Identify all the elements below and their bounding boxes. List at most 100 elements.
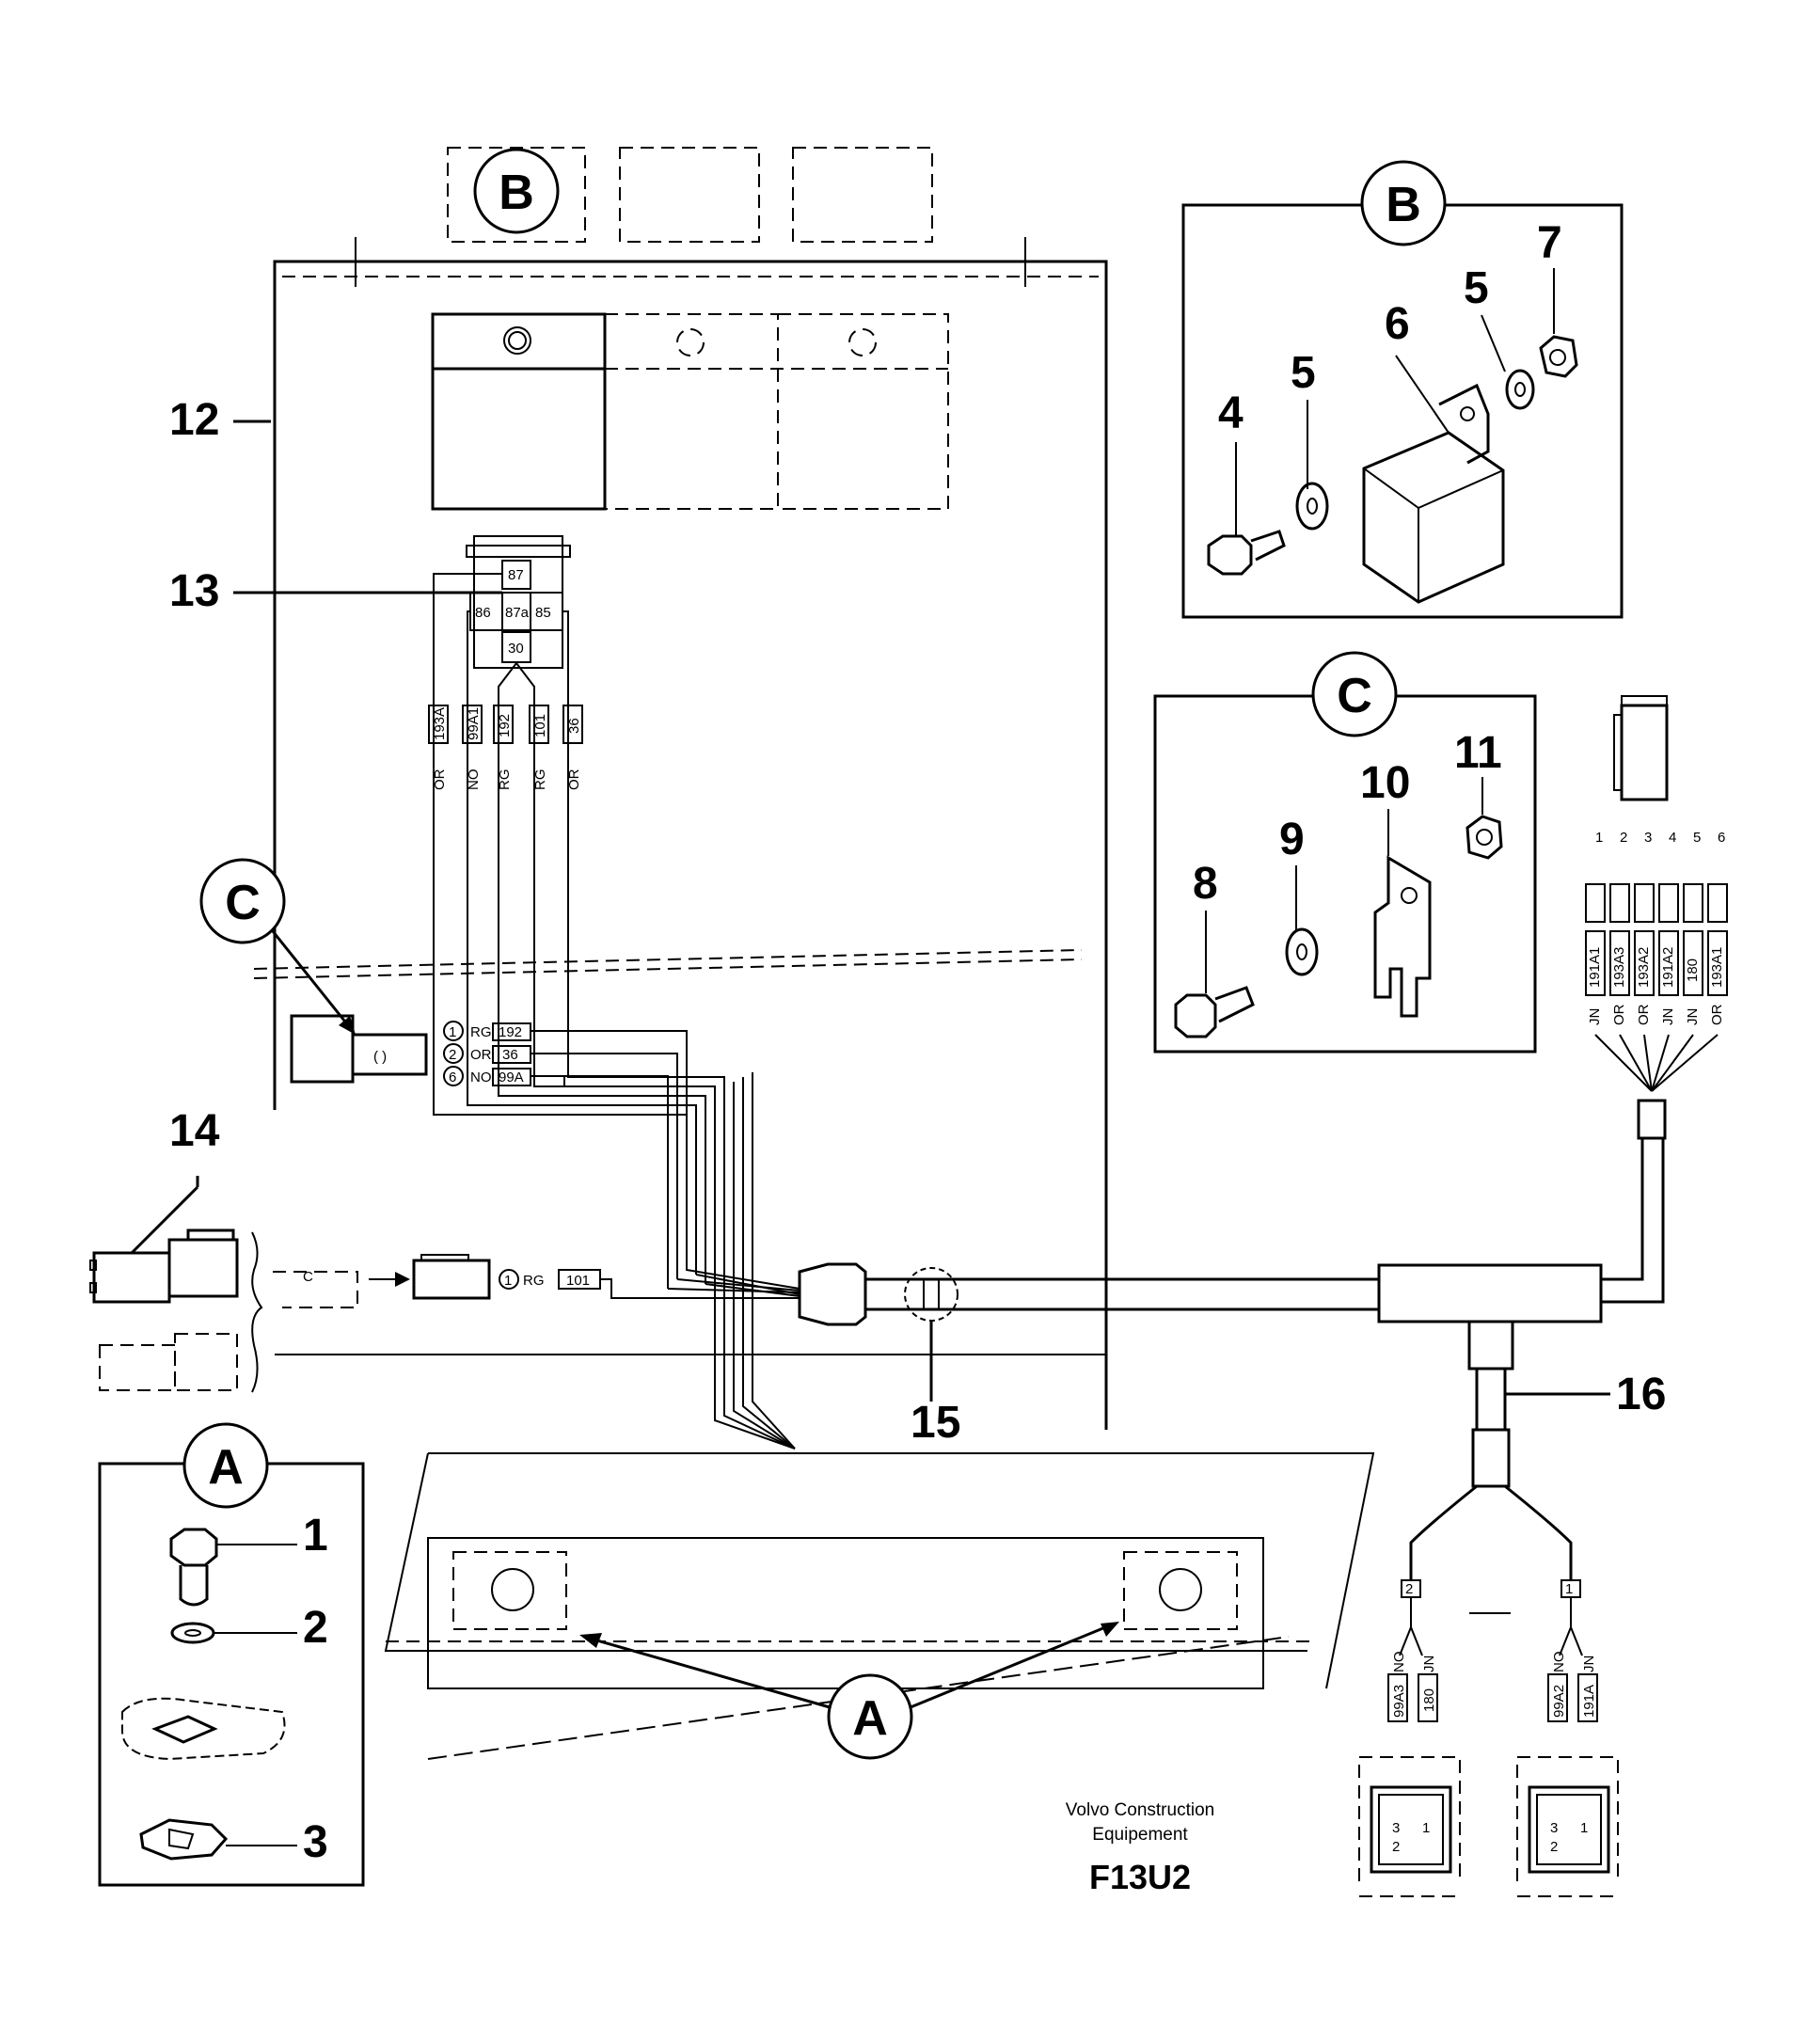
rc-pin-6: 6 [1718,830,1725,846]
rc-pin-4: 4 [1669,830,1676,846]
lamp-left-color-1: NO [1391,1652,1407,1673]
wire-id-99a1: 99A1 [466,707,482,740]
pin-2-wire: 36 [502,1047,518,1063]
relay-terminal-30: 30 [508,641,524,657]
callout-5a: 5 [1291,348,1316,398]
wire-color-or: OR [432,768,448,790]
relay-terminal-85: 85 [535,605,551,621]
rc-color-1: JN [1587,1008,1603,1025]
callout-12: 12 [169,395,219,445]
lamp-left-wire-2: 180 [1421,1688,1437,1712]
lamp-branches: 2 1 [1399,1484,1583,1656]
cab-panel [253,237,1108,1430]
rc-wire-3: 193A2 [1636,947,1652,988]
rc-wire-2: 193A3 [1611,947,1627,988]
relay-terminal-87: 87 [508,567,524,583]
svg-text:C: C [225,876,261,930]
detail-view-a: A 1 2 3 [98,1422,365,1887]
lamp-bracket: A [384,1452,1375,1760]
callout-9: 9 [1279,815,1305,864]
lamp-right-color-1: NO [1551,1652,1567,1673]
harness-bundle [667,1072,1667,1488]
rc-wire-4: 191A2 [1660,947,1676,988]
rc-pin-2: 2 [1620,830,1627,846]
svg-text:C: C [303,1269,313,1285]
callout-1: 1 [303,1511,328,1561]
wire-color-or: OR [566,768,582,790]
conn14-pin: 1 [504,1273,512,1289]
lamp-right: 99A2 NO 191A JN 3 1 2 [1516,1652,1619,1897]
wire-id-36: 36 [566,718,582,734]
footer: Volvo Construction Equipement F13U2 [1066,1800,1214,1896]
view-ref-a-circle [827,1673,913,1760]
relay-terminal-87a: 87a [505,605,530,621]
conn14-color: RG [523,1273,545,1289]
pin-2-label: 2 [449,1047,456,1063]
wire-color-no: NO [466,769,482,791]
lamp-right-pin-2: 2 [1550,1839,1558,1855]
callout-16: 16 [1616,1370,1666,1419]
pin-1-wire: 192 [499,1024,522,1040]
lamp-left-color-2: JN [1421,1656,1437,1672]
lamp-left-pin-3: 3 [1392,1820,1400,1836]
company-line-2: Equipement [1092,1825,1188,1845]
main-callouts: 12 13 14 15 16 [130,395,1666,1448]
callout-4: 4 [1218,388,1244,438]
conn14-wire: 101 [566,1273,590,1289]
view-ref-b-label: B [499,166,534,220]
relay-13: 87 86 87a 85 30 [466,535,571,669]
rc-pin-5: 5 [1693,830,1701,846]
company-line-1: Volvo Construction [1066,1800,1214,1820]
pin-1-color: RG [470,1024,492,1040]
wire-id-193a: 193A [432,707,448,740]
callout-6: 6 [1385,299,1410,349]
relay-terminal-86: 86 [475,605,491,621]
pin-6-wire: 99A [499,1070,524,1085]
branch-tag-2: 2 [1405,1581,1413,1597]
rc-pin-3: 3 [1644,830,1652,846]
rc-wire-1: 191A1 [1587,947,1603,988]
view-ref-b-circle [473,148,560,234]
rc-color-4: JN [1660,1008,1676,1025]
lamp-right-wire-1: 99A2 [1551,1685,1567,1718]
callout-3: 3 [303,1817,328,1867]
svg-text:( ): ( ) [373,1049,387,1065]
view-ref-a-label: A [852,1691,888,1746]
detail-c-label: C [1337,669,1372,723]
wire-color-rg: RG [497,769,513,791]
relay-slot-boxes: B [447,147,933,243]
callout-14: 14 [169,1106,220,1156]
rc-color-5: JN [1685,1008,1701,1025]
relay-holder [431,312,949,511]
callout-10: 10 [1360,758,1410,808]
rc-wire-6: 193A1 [1709,947,1725,988]
lamp-right-color-2: JN [1581,1656,1597,1672]
rc-wire-5: 180 [1685,959,1701,982]
detail-a-label: A [208,1440,244,1495]
callout-11: 11 [1454,728,1502,778]
clip-15 [904,1267,958,1402]
lamp-left-wire-1: 99A3 [1391,1685,1407,1718]
callout-7: 7 [1537,218,1562,268]
relay-connector: ( ) 1 RG 192 2 OR 36 6 NO 99A [290,1014,688,1289]
lamp-right-pin-3: 3 [1550,1820,1558,1836]
wire-id-101: 101 [532,714,548,737]
rc-color-3: OR [1636,1004,1652,1025]
rc-pin-1: 1 [1595,830,1603,846]
lamp-right-pin-1: 1 [1580,1820,1588,1836]
pin-6-label: 6 [449,1070,456,1085]
detail-view-c: C 8 9 10 11 [1153,651,1537,1054]
lamp-right-wire-2: 191A [1581,1685,1597,1718]
callout-2: 2 [303,1603,328,1653]
callout-5b: 5 [1464,263,1489,313]
rc-color-2: OR [1611,1004,1627,1025]
pin-6-color: NO [470,1070,492,1085]
detail-b-label: B [1386,178,1421,232]
pin-1-label: 1 [449,1024,456,1040]
lamp-left-pin-1: 1 [1422,1820,1430,1836]
